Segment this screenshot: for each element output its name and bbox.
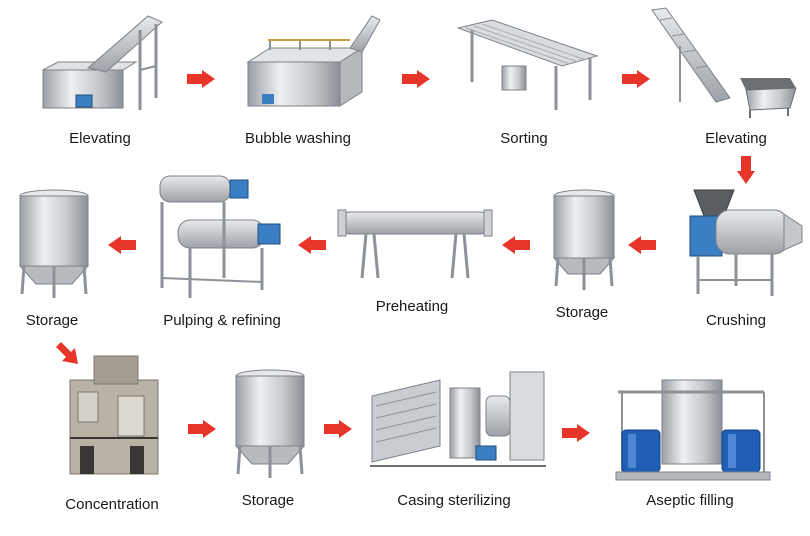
aseptic-filler-illustration	[615, 379, 771, 481]
step-label: Concentration	[65, 496, 159, 513]
storage-tank-illustration	[234, 369, 306, 478]
step-label: Storage	[555, 304, 609, 321]
step-elevating-1: Elevating	[28, 10, 178, 147]
step-storage-2: Storage	[12, 186, 102, 336]
arrow-right-icon	[188, 420, 216, 438]
step-storage-1: Storage	[544, 186, 634, 326]
step-casing-sterilizing: Casing sterilizing	[370, 366, 550, 516]
arrow-left-icon	[298, 236, 326, 254]
tube-sterilizer-illustration	[370, 371, 546, 467]
arrow-right-icon	[622, 70, 650, 88]
step-preheating: Preheating	[336, 200, 496, 320]
arrow-left-icon	[108, 236, 136, 254]
evaporator-building-illustration	[69, 355, 159, 475]
arrow-right-icon	[562, 424, 590, 442]
storage-tank-illustration	[552, 189, 616, 290]
step-pulping-refining: Pulping & refining	[150, 168, 300, 336]
step-elevating-2: Elevating	[650, 6, 800, 147]
step-label: Bubble washing	[245, 130, 351, 147]
step-sorting: Sorting	[452, 10, 602, 147]
step-label: Storage	[25, 312, 79, 329]
bubble-washer-illustration	[246, 15, 381, 107]
roller-sorter-illustration	[456, 19, 599, 110]
pulping-machine-illustration	[159, 175, 281, 298]
arrow-right-icon	[187, 70, 215, 88]
elevator-conveyor-illustration	[42, 15, 163, 110]
step-label: Aseptic filling	[646, 492, 734, 509]
arrow-down-right-icon	[56, 342, 78, 364]
step-label: Elevating	[705, 130, 767, 147]
step-bubble-washing: Bubble washing	[240, 10, 390, 147]
arrow-down-icon	[737, 156, 755, 184]
step-label: Preheating	[375, 298, 449, 315]
step-aseptic-filling: Aseptic filling	[614, 376, 774, 516]
step-storage-3: Storage	[228, 366, 318, 516]
step-label: Sorting	[500, 130, 548, 147]
step-label: Pulping & refining	[163, 312, 281, 329]
crusher-illustration	[689, 189, 803, 296]
arrow-left-icon	[502, 236, 530, 254]
storage-tank-illustration	[18, 189, 90, 298]
step-concentration: Concentration	[60, 350, 172, 520]
step-label: Casing sterilizing	[397, 492, 511, 509]
arrow-left-icon	[628, 236, 656, 254]
step-label: Storage	[241, 492, 295, 509]
step-label: Elevating	[69, 130, 131, 147]
step-crushing: Crushing	[676, 186, 806, 336]
arrow-right-icon	[324, 420, 352, 438]
arrow-right-icon	[402, 70, 430, 88]
tubular-preheater-illustration	[337, 209, 493, 279]
elevator-conveyor-illustration	[651, 7, 797, 118]
step-label: Crushing	[705, 312, 767, 329]
